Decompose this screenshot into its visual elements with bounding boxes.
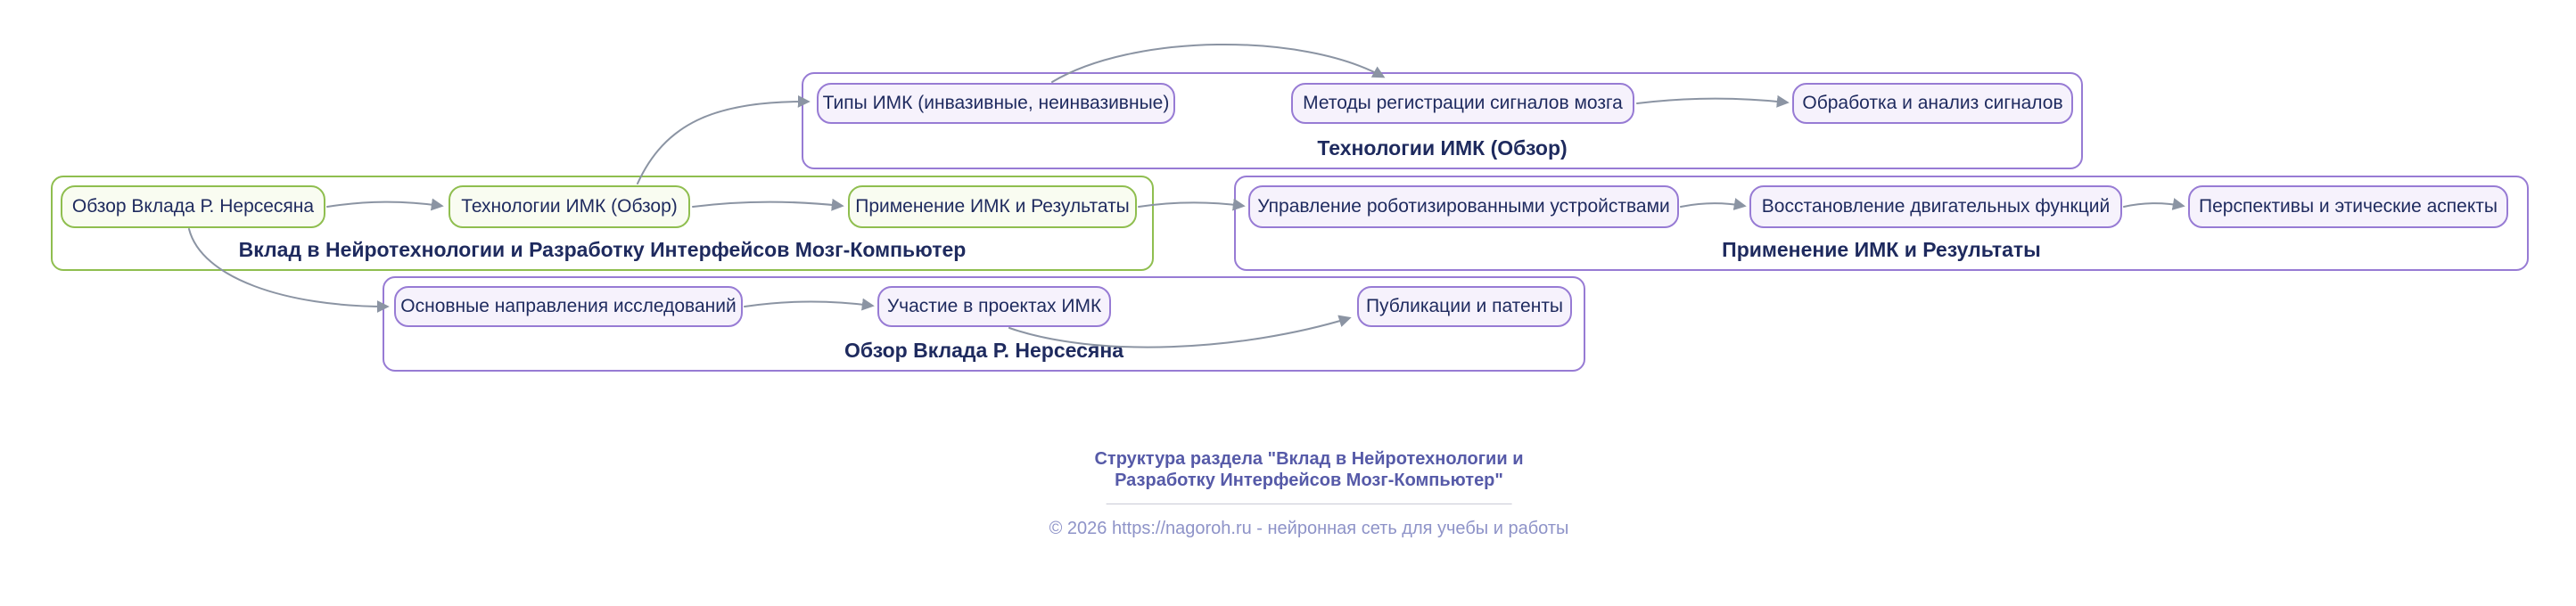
footer-copyright: © 2026 https://nagoroh.ru - нейронная се… (1049, 519, 1569, 538)
footer-title: Структура раздела "Вклад в Нейротехнолог… (1049, 448, 1569, 491)
node-robotics-label: Управление роботизированными устройствам… (1257, 196, 1670, 217)
group-main-label: Вклад в Нейротехнологии и Разработку Инт… (238, 238, 967, 261)
footer-title-line1: Структура раздела "Вклад в Нейротехнолог… (1094, 449, 1524, 469)
node-projects: Участие в проектах ИМК (877, 286, 1111, 327)
node-tech-overview: Технологии ИМК (Обзор) (449, 185, 690, 228)
node-publications: Публикации и патенты (1357, 286, 1572, 327)
node-research: Основные направления исследований (394, 286, 743, 327)
node-ethics-label: Перспективы и этические аспекты (2199, 196, 2498, 217)
node-motor-label: Восстановление двигательных функций (1761, 196, 2111, 217)
node-types: Типы ИМК (инвазивные, неинвазивные) (817, 83, 1175, 124)
node-publications-label: Публикации и патенты (1365, 296, 1564, 316)
group-apply-label: Применение ИМК и Результаты (1722, 238, 2041, 261)
node-tech-overview-label: Технологии ИМК (Обзор) (461, 196, 678, 217)
node-types-label: Типы ИМК (инвазивные, неинвазивные) (822, 93, 1170, 113)
node-application: Применение ИМК и Результаты (848, 185, 1137, 228)
node-robotics: Управление роботизированными устройствам… (1248, 185, 1679, 228)
group-tech-label: Технологии ИМК (Обзор) (1317, 136, 1568, 160)
node-overview-root: Обзор Вклада Р. Нерсесяна (61, 185, 325, 228)
footer-title-line2: Разработку Интерфейсов Мозг-Компьютер" (1115, 471, 1503, 490)
footer: Структура раздела "Вклад в Нейротехнолог… (1049, 448, 1569, 539)
node-methods: Методы регистрации сигналов мозга (1291, 83, 1634, 124)
group-overview-label: Обзор Вклада Р. Нерсесяна (844, 339, 1124, 362)
node-overview-root-label: Обзор Вклада Р. Нерсесяна (71, 196, 315, 217)
node-processing: Обработка и анализ сигналов (1792, 83, 2073, 124)
node-projects-label: Участие в проектах ИМК (886, 296, 1102, 316)
node-research-label: Основные направления исследований (400, 296, 737, 316)
edge-tech-overview-to-types (637, 94, 811, 184)
node-methods-label: Методы регистрации сигналов мозга (1303, 93, 1623, 113)
edge-application-to-robotics (1138, 198, 1246, 211)
node-processing-label: Обработка и анализ сигналов (1802, 93, 2063, 113)
node-ethics: Перспективы и этические аспекты (2188, 185, 2508, 228)
node-motor: Восстановление двигательных функций (1749, 185, 2122, 228)
node-application-label: Применение ИМК и Результаты (855, 196, 1130, 217)
